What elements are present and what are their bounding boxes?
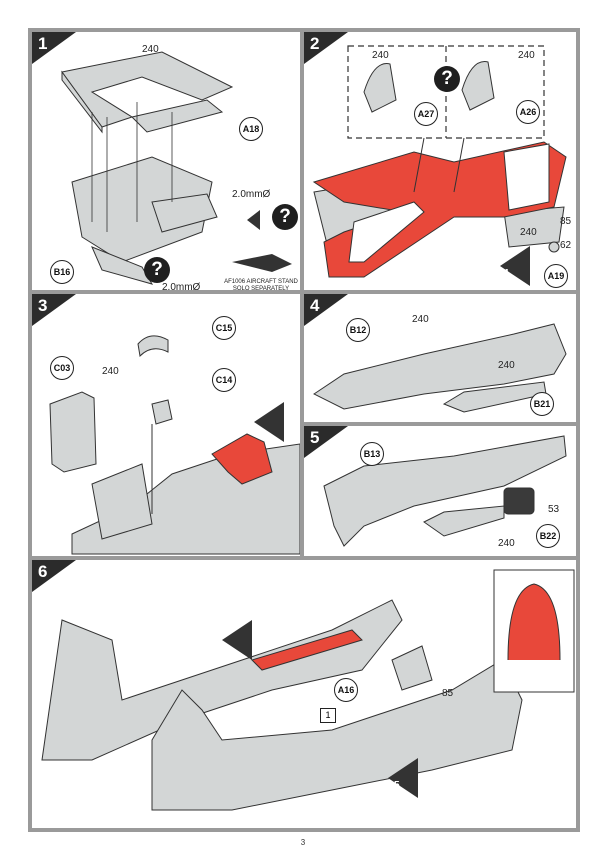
glue-code: 240 (518, 50, 535, 61)
step-number-badge: 3 (32, 294, 76, 326)
paint-code: 85 (442, 688, 454, 699)
page-number: 3 (300, 838, 306, 847)
part-callout-a19: A19 (544, 264, 568, 288)
part-callout-b12: B12 (346, 318, 370, 342)
question-icon: ? (144, 257, 170, 283)
step-reference: 1 (504, 268, 510, 279)
step-reference: 2 (258, 402, 264, 413)
paint-code: 62 (560, 240, 572, 251)
step-number: 1 (38, 34, 48, 53)
part-callout-b13: B13 (360, 442, 384, 466)
part-callout-c14: C14 (212, 368, 236, 392)
step-number-badge: 1 (32, 32, 76, 64)
part-callout-b22: B22 (536, 524, 560, 548)
step-2-illustration (312, 45, 567, 286)
step-reference: 4 (228, 622, 234, 633)
glue-code: 240 (498, 360, 515, 371)
glue-code: 240 (520, 227, 537, 238)
step-number-badge: 5 (304, 426, 348, 458)
step-4-panel: 4 B12 240 240 B21 (304, 294, 576, 422)
step-number-badge: 6 (32, 560, 76, 592)
paint-code: 85 (560, 216, 572, 227)
part-callout-b21: B21 (530, 392, 554, 416)
drill-size-label: 2.0mmØ (162, 282, 201, 290)
step-number: 5 (310, 428, 320, 447)
step-number: 2 (310, 34, 320, 53)
glue-code: 240 (372, 50, 389, 61)
step-6-panel: 6 A16 85 1 4 5 (32, 560, 576, 828)
glue-code: 240 (412, 314, 429, 325)
part-callout-a27: A27 (414, 102, 438, 126)
step-number: 4 (310, 296, 320, 315)
step-3-panel: 3 C15 C03 240 C14 2 (32, 294, 300, 556)
part-callout-a16: A16 (334, 678, 358, 702)
part-callout-a18: A18 (239, 117, 263, 141)
part-callout-a26: A26 (516, 100, 540, 124)
paint-code: 53 (548, 504, 560, 515)
step-5-panel: 5 B13 53 240 B22 (304, 426, 576, 556)
step-2-panel: 2 240 240 ? A27 A26 240 85 62 A19 1 (304, 32, 576, 290)
step-3-illustration (49, 335, 300, 555)
step-1-panel: 1 240 A18 B16 2.0mmØ 2.0mmØ ? ? AF1006 A… (32, 32, 300, 290)
glue-code: 240 (498, 538, 515, 549)
step-number: 6 (38, 562, 48, 581)
step-6-illustration (41, 569, 575, 811)
step-number-badge: 2 (304, 32, 348, 64)
step-number: 3 (38, 296, 48, 315)
drill-size-label: 2.0mmØ (232, 189, 271, 200)
step-1-illustration (61, 51, 292, 285)
step-reference: 5 (394, 780, 400, 791)
question-icon: ? (434, 66, 460, 92)
step-4-illustration (313, 323, 567, 413)
instruction-sheet: 1 240 A18 B16 2.0mmØ 2.0mmØ ? ? AF1006 A… (28, 28, 580, 832)
stand-note: AF1006 AIRCRAFT STAND SOLO SEPARATELY (224, 279, 298, 290)
question-icon: ? (272, 204, 298, 230)
glue-code: 240 (102, 366, 119, 377)
glue-code: 240 (142, 44, 159, 55)
step-5-illustration (323, 435, 567, 547)
part-callout-c15: C15 (212, 316, 236, 340)
part-callout-c03: C03 (50, 356, 74, 380)
decal-number: 1 (320, 708, 336, 723)
step-number-badge: 4 (304, 294, 348, 326)
part-callout-b16: B16 (50, 260, 74, 284)
